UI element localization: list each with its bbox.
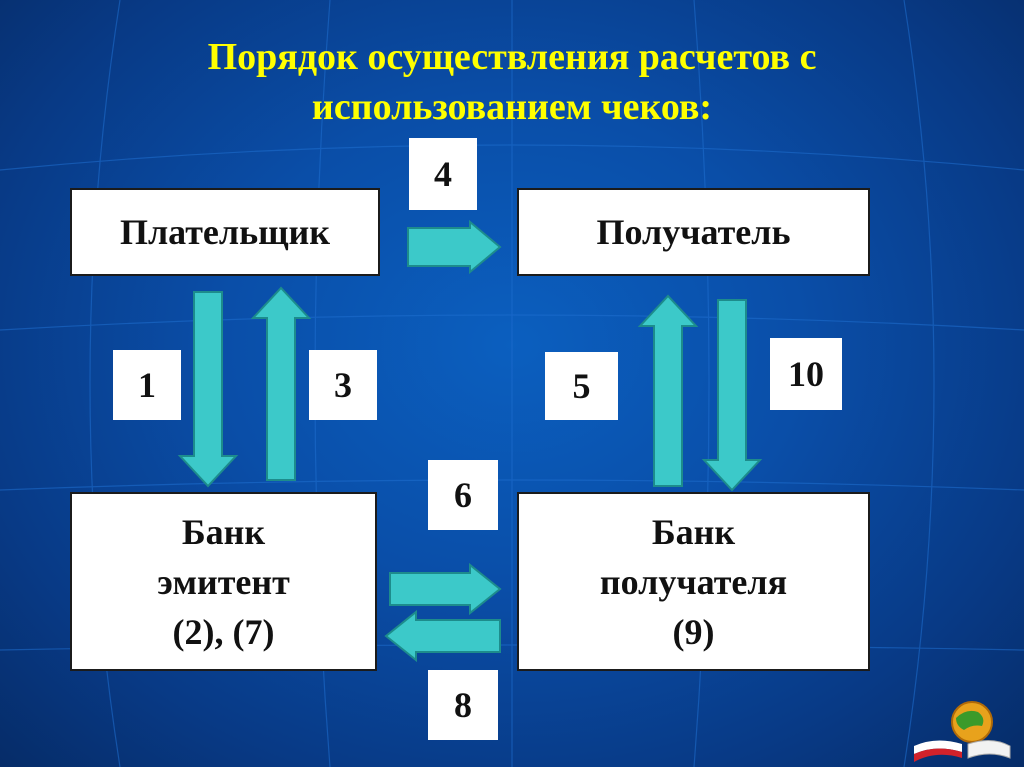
globe-logo <box>906 696 1016 766</box>
step-6-label: 6 <box>428 460 498 530</box>
payer-box: Плательщик <box>70 188 380 276</box>
arrow-recipient-to-recipient-bank <box>704 300 760 490</box>
payer-label: Плательщик <box>120 211 330 253</box>
issuer-bank-line-2: эмитент <box>157 557 290 607</box>
step-8-label: 8 <box>428 670 498 740</box>
recipient-bank-line-2: получателя <box>600 557 787 607</box>
issuer-bank-line-3: (2), (7) <box>173 607 275 657</box>
step-10-label: 10 <box>770 338 842 410</box>
arrow-issuer-bank-to-recipient-bank <box>390 565 500 613</box>
arrow-recipient-bank-to-recipient <box>640 296 696 486</box>
recipient-box: Получатель <box>517 188 870 276</box>
arrow-recipient-bank-to-issuer-bank <box>386 612 500 660</box>
recipient-label: Получатель <box>597 211 791 253</box>
recipient-bank-line-1: Банк <box>652 507 735 557</box>
issuer-bank-line-1: Банк <box>182 507 265 557</box>
recipient-bank-box: Банк получателя (9) <box>517 492 870 671</box>
step-4-label: 4 <box>409 138 477 210</box>
arrow-issuer-bank-to-payer <box>253 288 309 480</box>
step-5-label: 5 <box>545 352 618 420</box>
arrow-payer-to-recipient <box>408 222 500 272</box>
arrow-payer-to-issuer-bank <box>180 292 236 486</box>
step-3-label: 3 <box>309 350 377 420</box>
recipient-bank-line-3: (9) <box>673 607 715 657</box>
issuer-bank-box: Банк эмитент (2), (7) <box>70 492 377 671</box>
step-1-label: 1 <box>113 350 181 420</box>
